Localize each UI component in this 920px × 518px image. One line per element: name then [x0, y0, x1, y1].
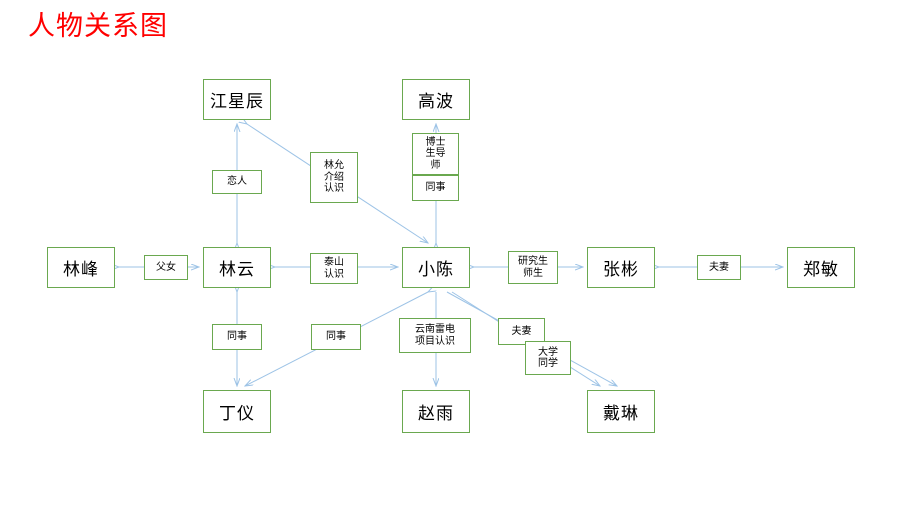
edge-label-tongshi-xiaochen[interactable]: 同事 — [311, 324, 361, 350]
edge-label-daxue-tongxue[interactable]: 大学 同学 — [525, 341, 571, 375]
page-title: 人物关系图 — [28, 11, 168, 42]
edge-label-fuqi-zhangbin[interactable]: 夫妻 — [697, 255, 741, 280]
edge-label-linyun-intro[interactable]: 林允 介绍 认识 — [310, 152, 358, 203]
node-linfeng[interactable]: 林峰 — [47, 247, 115, 288]
edge-label-yanjiusheng[interactable]: 研究生 师生 — [508, 251, 558, 284]
edge-label-tongshi-linyun[interactable]: 同事 — [212, 324, 262, 350]
node-dailin[interactable]: 戴琳 — [587, 390, 655, 433]
edge-label-taishan[interactable]: 泰山 认识 — [310, 253, 358, 284]
node-zhengmin[interactable]: 郑敏 — [787, 247, 855, 288]
node-dingyi[interactable]: 丁仪 — [203, 390, 271, 433]
edge-label-boshi-daoshi[interactable]: 博士 生导 师 — [412, 133, 459, 175]
edge-label-yunnan[interactable]: 云南雷电 项目认识 — [399, 318, 471, 353]
edge-label-funv[interactable]: 父女 — [144, 255, 188, 280]
node-jiangxingchen[interactable]: 江星辰 — [203, 79, 271, 120]
edge-label-lianren[interactable]: 恋人 — [212, 170, 262, 194]
node-gaobo[interactable]: 高波 — [402, 79, 470, 120]
node-zhangbin[interactable]: 张彬 — [587, 247, 655, 288]
node-zhaoyu[interactable]: 赵雨 — [402, 390, 470, 433]
edge-label-tongshi-gaobo[interactable]: 同事 — [412, 175, 459, 201]
node-linyun[interactable]: 林云 — [203, 247, 271, 288]
node-xiaochen[interactable]: 小陈 — [402, 247, 470, 288]
